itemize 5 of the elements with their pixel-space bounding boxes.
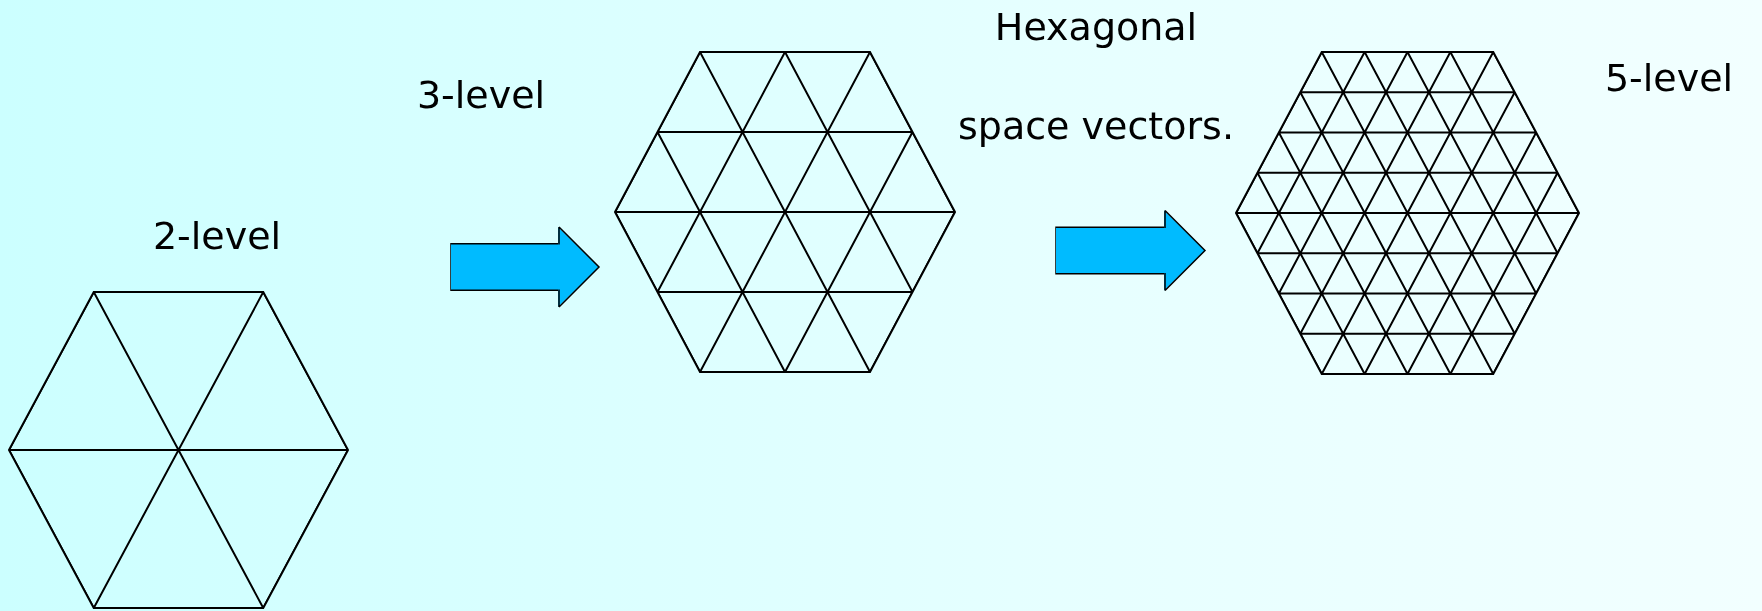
level-label: 3-level <box>416 74 546 118</box>
level-label: 2-level <box>152 215 282 259</box>
caption-text: space vectors. <box>958 105 1234 149</box>
caption-text: Hexagonal <box>994 6 1198 50</box>
level-label: 5-level <box>1604 57 1734 101</box>
